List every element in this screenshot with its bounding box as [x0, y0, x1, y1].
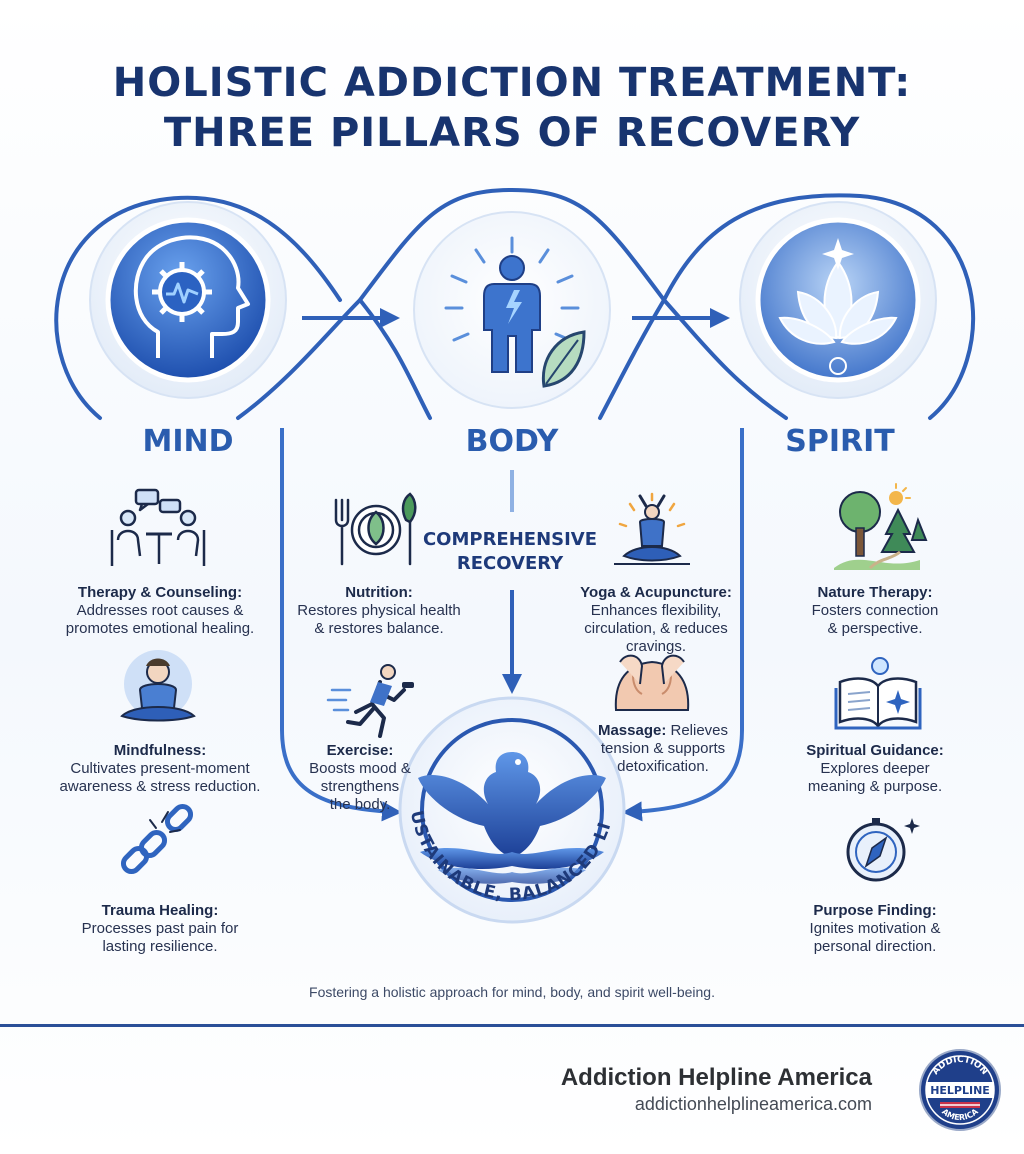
item-text: personal direction.: [813, 938, 937, 955]
lotus-icon: [778, 260, 898, 345]
body-loop-right: [662, 298, 788, 420]
spirit-loop-line: [662, 193, 976, 420]
item-text: tension & supports: [600, 740, 726, 757]
item-heading: Exercise:: [326, 742, 394, 759]
sparkle-icon: [822, 238, 854, 270]
yoga-icon: [614, 492, 690, 565]
body-item-nutrition: Nutrition: Restores physical health & re…: [284, 584, 474, 638]
hub-title-line-2: RECOVERY: [456, 553, 564, 574]
item-heading: Yoga & Acupuncture:: [580, 584, 732, 601]
plate-leaf-icon: [334, 492, 417, 566]
item-heading: Trauma Healing:: [101, 902, 219, 919]
item-text: Restores physical health: [297, 602, 461, 619]
brand-name: Addiction Helpline America: [560, 1064, 872, 1091]
item-text: meaning & purpose.: [807, 778, 943, 795]
body-item-massage: Massage: Relieves tension & supports det…: [578, 722, 748, 776]
item-heading: Spiritual Guidance:: [806, 742, 944, 759]
item-text: cravings.: [625, 638, 687, 655]
tagline: Fostering a holistic approach for mind, …: [309, 984, 715, 1000]
item-text: & perspective.: [827, 620, 923, 637]
spirit-item-guidance: Spiritual Guidance: Explores deeper mean…: [780, 742, 970, 796]
mind-circle: [89, 201, 287, 399]
hub-title-line-1: COMPREHENSIVE: [422, 529, 598, 550]
spirit-circle: [739, 201, 937, 399]
hub-title: COMPREHENSIVE RECOVERY: [410, 528, 610, 576]
therapy-session-icon: [110, 488, 206, 566]
flow-arrows: [302, 308, 730, 694]
compass-icon: [846, 818, 920, 882]
title-line-2: THREE PILLARS OF RECOVERY: [163, 110, 861, 156]
mind-loop-line: [54, 195, 342, 420]
seal-main-text: HELPLINE: [930, 1084, 990, 1097]
brand-url[interactable]: addictionhelplineamerica.com: [634, 1094, 872, 1114]
item-text: Cultivates present-moment: [70, 760, 250, 777]
item-text: awareness & stress reduction.: [59, 778, 261, 795]
item-heading: Nature Therapy:: [817, 584, 933, 601]
spirit-to-hub-line: [622, 428, 744, 822]
massage-icon: [614, 654, 690, 711]
item-text: Fosters connection: [811, 602, 939, 619]
item-text: the body.: [329, 796, 391, 813]
item-text: detoxification.: [617, 758, 709, 775]
brand-block: Addiction Helpline America addictionhelp…: [561, 1064, 872, 1115]
mind-item-trauma: Trauma Healing: Processes past pain for …: [50, 902, 270, 956]
small-compass-icon: [829, 357, 847, 375]
body-cross-left: [358, 298, 432, 420]
phoenix-icon: [418, 752, 606, 884]
item-text: Ignites motivation &: [809, 920, 941, 937]
spirit-item-nature: Nature Therapy: Fosters connection & per…: [780, 584, 970, 638]
item-heading: Purpose Finding:: [813, 902, 937, 919]
item-text: lasting resilience.: [102, 938, 218, 955]
footer-divider: [0, 1024, 1024, 1027]
head-gear-icon: [133, 235, 250, 358]
person-energy-icon: [444, 236, 580, 373]
body-item-exercise: Exercise: Boosts mood & strengthens the …: [300, 742, 420, 814]
item-text: Processes past pain for: [81, 920, 239, 937]
nature-trees-icon: [834, 483, 928, 570]
broken-chain-icon: [120, 803, 194, 875]
item-text: Relieves: [670, 722, 729, 739]
item-text: Boosts mood &: [309, 760, 411, 777]
pillar-label-spirit: SPIRIT: [785, 424, 895, 459]
leaf-icon: [541, 330, 586, 388]
item-text: & restores balance.: [314, 620, 444, 637]
item-text: Addresses root causes &: [76, 602, 244, 619]
body-cross-right: [598, 298, 666, 420]
body-loop-left: [236, 187, 666, 420]
item-heading: Mindfulness:: [113, 742, 207, 759]
item-text: circulation, & reduces: [584, 620, 728, 637]
runner-icon: [326, 664, 414, 738]
hub-connectors: [280, 428, 744, 822]
spirit-item-purpose: Purpose Finding: Ignites motivation & pe…: [780, 902, 970, 956]
open-book-icon: [834, 657, 922, 730]
meditation-icon: [120, 650, 196, 722]
mind-to-hub-line: [280, 428, 402, 822]
mind-item-mindfulness: Mindfulness: Cultivates present-moment a…: [40, 742, 280, 796]
flow-lines: [54, 187, 976, 420]
pillar-label-mind: MIND: [142, 424, 234, 459]
item-text: Explores deeper: [820, 760, 930, 777]
item-heading: Massage:: [597, 722, 667, 739]
mind-item-therapy: Therapy & Counseling: Addresses root cau…: [50, 584, 270, 638]
item-text: strengthens: [320, 778, 400, 795]
item-text: Enhances flexibility,: [590, 602, 722, 619]
item-text: promotes emotional healing.: [65, 620, 255, 637]
item-heading: Nutrition:: [345, 584, 413, 601]
pillar-label-body: BODY: [465, 424, 559, 459]
brand-seal-logo: ADDICTION HELPLINE AMERICA: [919, 1049, 1001, 1131]
body-item-yoga: Yoga & Acupuncture: Enhances flexibility…: [566, 584, 746, 656]
item-heading: Therapy & Counseling:: [77, 584, 243, 601]
body-circle: [413, 211, 611, 409]
title-line-1: HOLISTIC ADDICTION TREATMENT:: [112, 60, 912, 106]
